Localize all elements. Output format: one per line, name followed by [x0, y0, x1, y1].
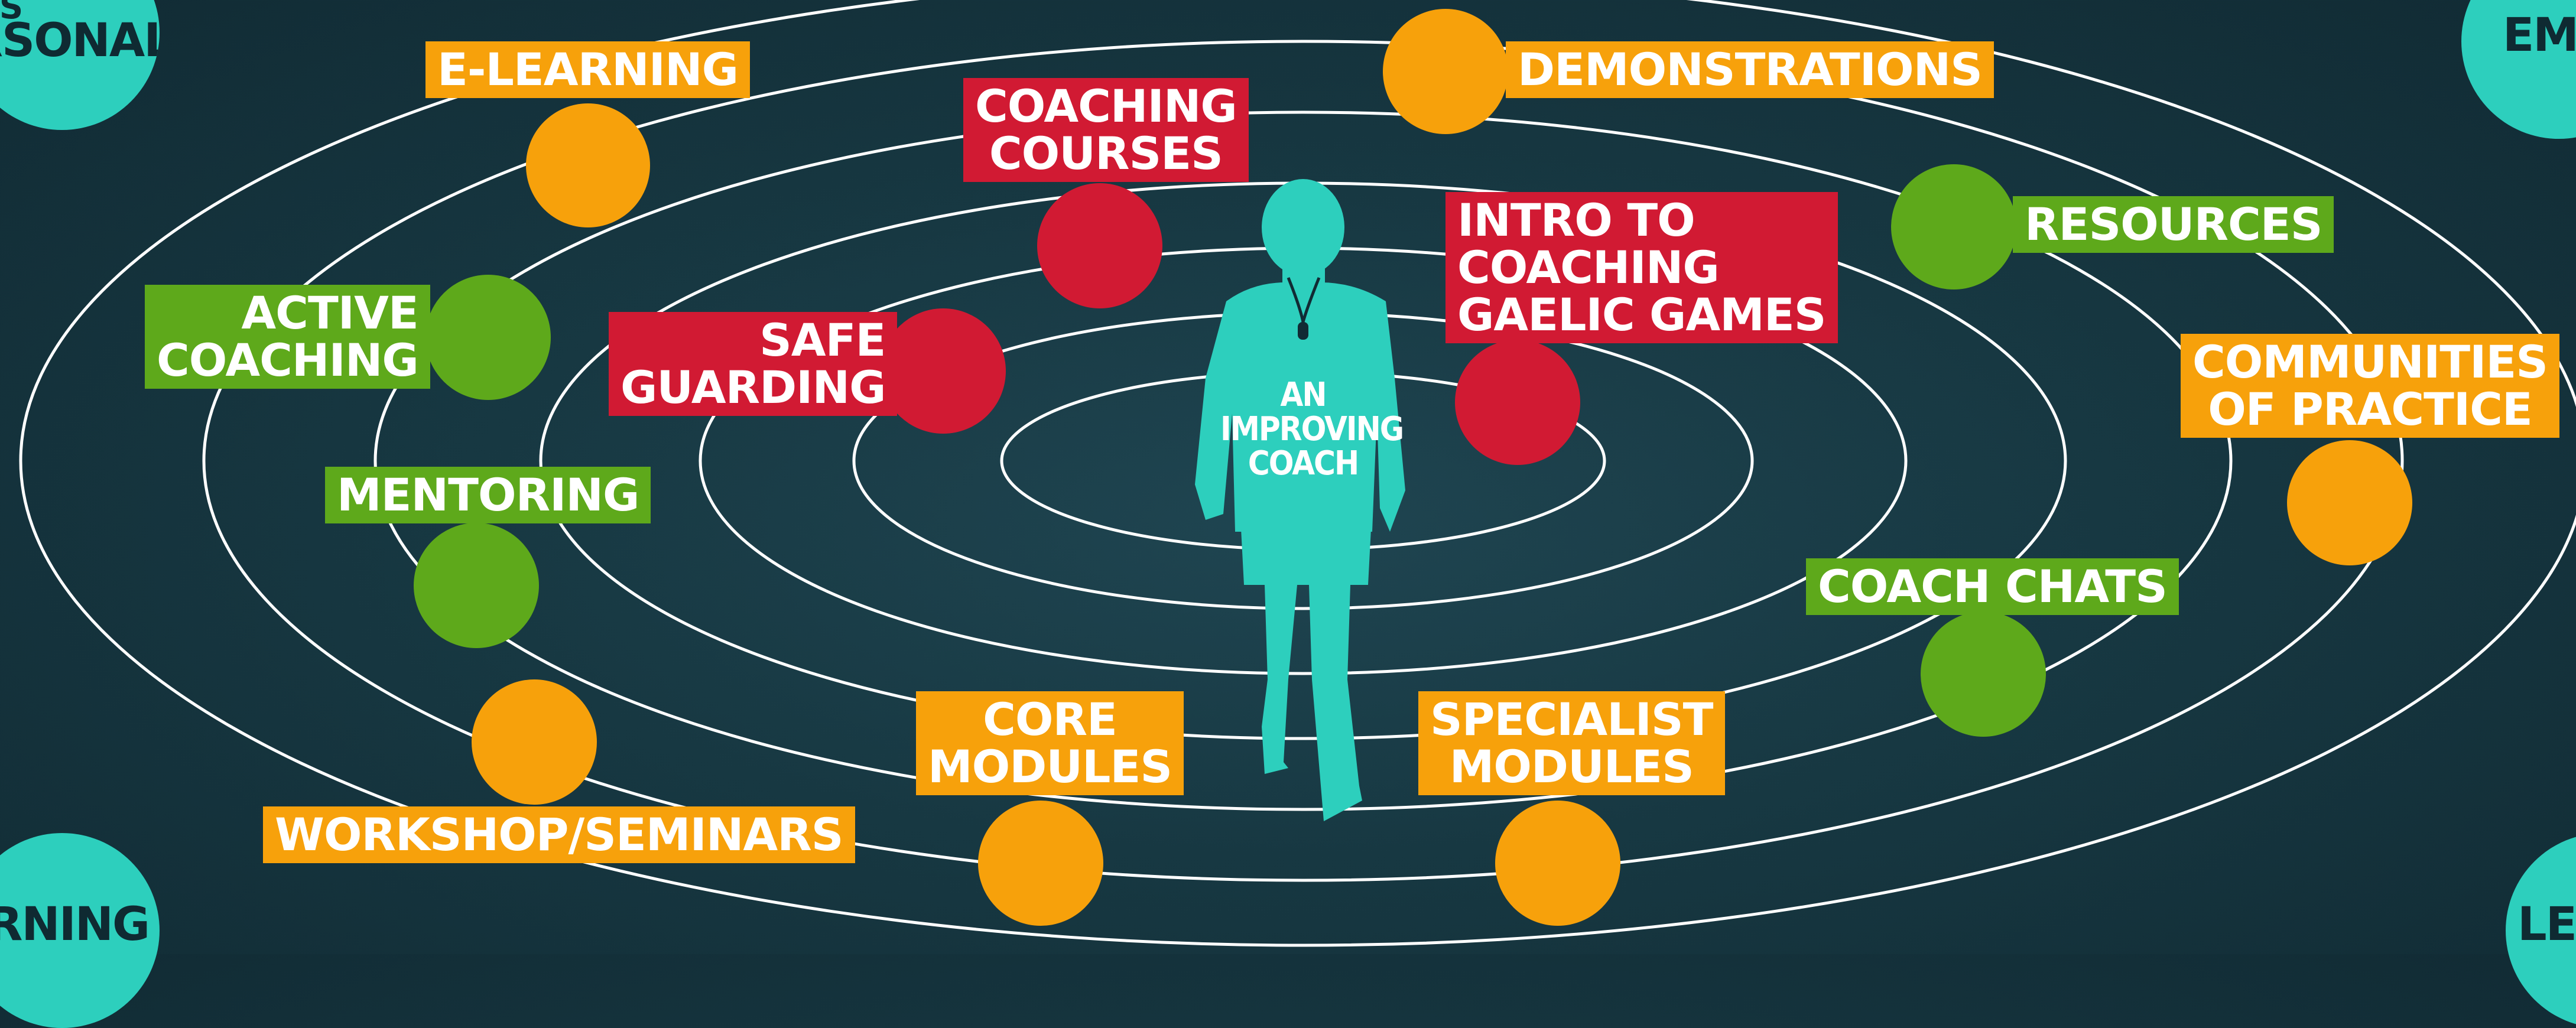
e-learning-node — [526, 103, 650, 227]
orbit-ring-6 — [202, 40, 2404, 882]
communities-of-practice-node — [2287, 440, 2412, 565]
center-label: AN IMPROVING COACH — [1220, 376, 1404, 483]
core-modules-label: CORE MODULES — [916, 691, 1184, 795]
demonstrations-node — [1383, 9, 1508, 134]
demonstrations-label: DEMONSTRATIONS — [1506, 41, 1994, 98]
specialist-modules-node — [1495, 801, 1620, 926]
specialist-modules-label: SPECIALIST MODULES — [1418, 691, 1725, 795]
mentoring-node — [414, 523, 539, 648]
safe-guarding-node — [881, 308, 1006, 434]
corner-bottom-left-text: ARNING — [0, 898, 150, 951]
corner-top-left-line-1: IS — [0, 0, 23, 27]
coaching-courses-node — [1037, 183, 1162, 308]
e-learning-label: E-LEARNING — [425, 41, 751, 98]
resources-label: RESOURCES — [2013, 196, 2334, 253]
intro-to-coaching-label: INTRO TO COACHING GAELIC GAMES — [1445, 192, 1838, 343]
mentoring-label: MENTORING — [325, 467, 651, 523]
corner-top-left-line-2: RSONAL — [0, 14, 160, 67]
orbit-ring-5 — [373, 110, 2233, 811]
intro-to-coaching-node — [1455, 340, 1580, 465]
coach-chats-node — [1921, 611, 2046, 737]
resources-node — [1891, 164, 2016, 289]
safe-guarding-label: SAFE GUARDING — [609, 312, 898, 416]
communities-of-practice-label: COMMUNITIES OF PRACTICE — [2181, 334, 2560, 438]
workshop-seminars-label: WORKSHOP/SEMINARS — [263, 806, 855, 863]
coach-silhouette — [1195, 179, 1405, 821]
coaching-courses-label: COACHING COURSES — [963, 78, 1249, 182]
orbit-ring-7 — [20, 0, 2576, 947]
workshop-seminars-node — [472, 679, 597, 805]
active-coaching-node — [425, 275, 551, 400]
coach-chats-label: COACH CHATS — [1806, 558, 2179, 615]
active-coaching-label: ACTIVE COACHING — [145, 285, 430, 389]
corner-bottom-right-text: LEA — [2517, 898, 2576, 951]
core-modules-node — [978, 801, 1103, 926]
corner-top-right-text: EMO — [2503, 9, 2576, 62]
